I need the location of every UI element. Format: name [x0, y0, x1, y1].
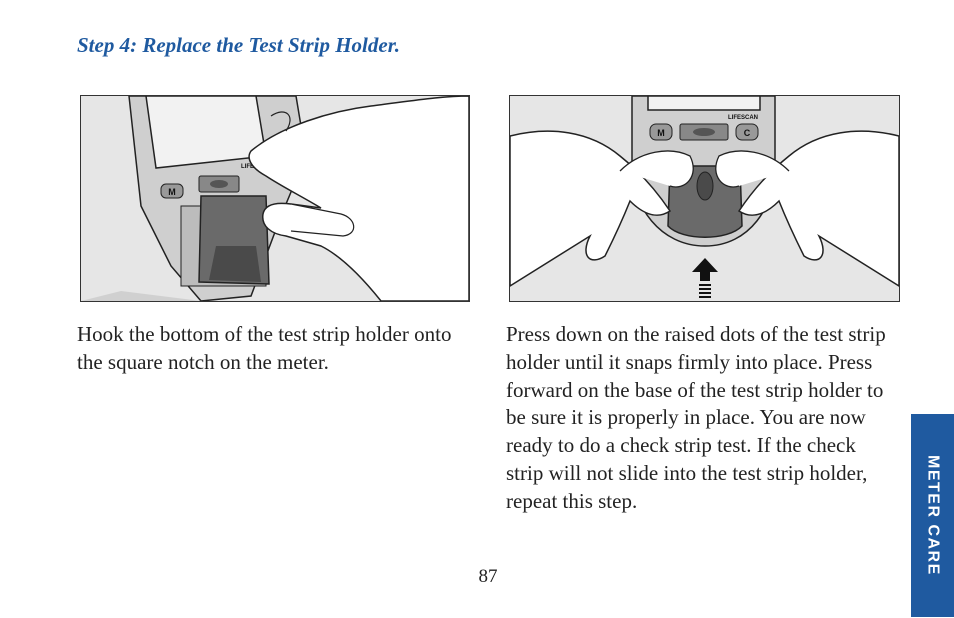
brand-logo-text: LIFESCAN	[728, 115, 758, 121]
meter-screen-shape	[647, 96, 761, 111]
step-heading: Step 4: Replace the Test Strip Holder.	[77, 33, 400, 57]
m-button-label: M	[168, 187, 176, 197]
up-arrow-icon	[692, 258, 718, 281]
meter-screen-shape	[145, 96, 267, 169]
hand-shape	[248, 96, 469, 301]
meter-m-button	[649, 123, 673, 141]
section-tab	[911, 414, 954, 617]
illustration-hook-strip-holder: M LIFESCAN	[80, 95, 470, 302]
illustration-press-strip-holder: LIFESCAN M C	[509, 95, 900, 302]
instruction-text-left: Hook the bottom of the test strip hold­e…	[77, 322, 452, 374]
c-button-label: C	[744, 128, 751, 138]
m-button-label: M	[657, 128, 665, 138]
meter-c-button	[735, 123, 759, 141]
page-number: 87	[478, 566, 498, 587]
section-tab-label: METER CARE	[924, 455, 942, 576]
meter-m-button	[160, 183, 184, 199]
instruction-text-right: Press down on the raised dots of the tes…	[506, 322, 886, 513]
